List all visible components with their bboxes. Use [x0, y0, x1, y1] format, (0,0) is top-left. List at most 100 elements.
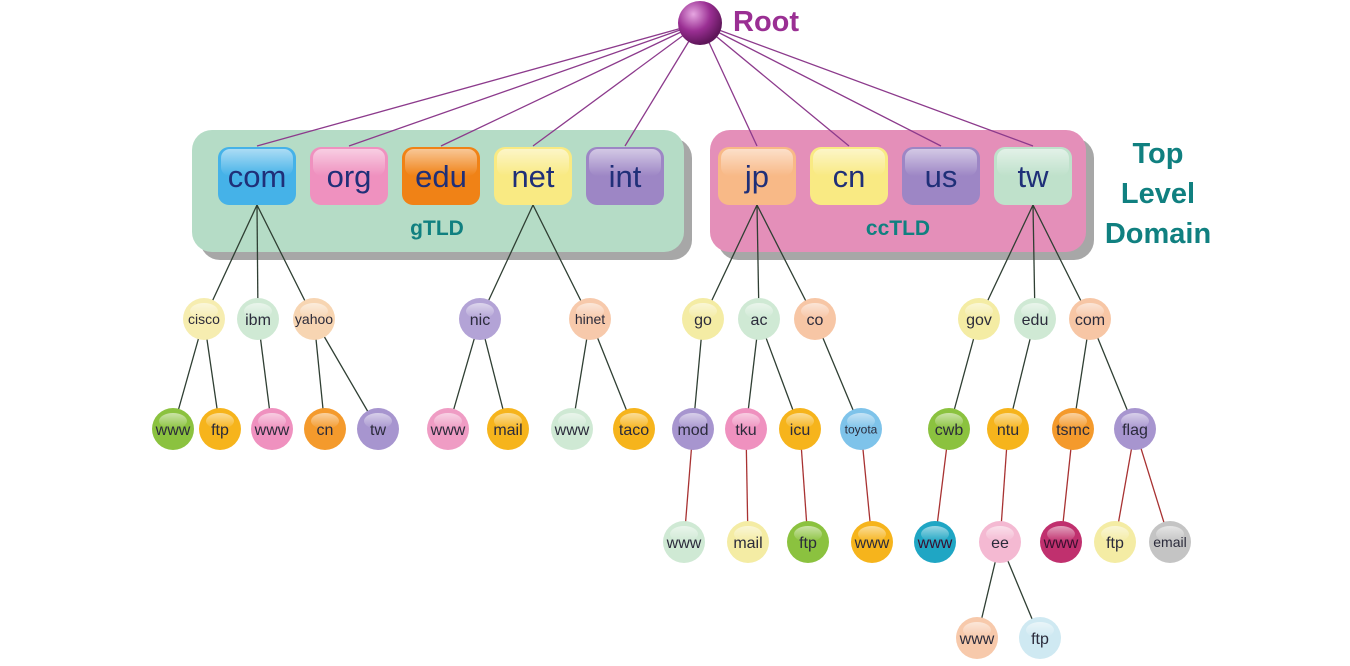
domain-node-w7: www: [914, 521, 956, 563]
node-label-cnY: cn: [317, 422, 334, 439]
domain-node-mod: mod: [672, 408, 714, 450]
domain-node-flag: flag: [1114, 408, 1156, 450]
node-label-f3: ftp: [1106, 535, 1124, 552]
node-label-hinet: hinet: [575, 311, 605, 327]
cctld-label: ccTLD: [866, 217, 930, 240]
tld-box-org-gloss: [313, 149, 385, 176]
side-label-line-1: Top: [1133, 138, 1184, 170]
tld-label-int: int: [609, 159, 642, 194]
edge-tw-gov: [978, 204, 1034, 320]
node-gloss-hinet: [576, 303, 604, 319]
node-label-w6: www: [854, 535, 890, 552]
node-gloss-gov: [965, 303, 993, 319]
domain-node-f2: ftp: [787, 521, 829, 563]
domain-node-cwb: cwb: [928, 408, 970, 450]
domain-node-mail1: mail: [487, 408, 529, 450]
node-gloss-taco: [620, 413, 648, 429]
domain-node-f1: ftp: [199, 408, 241, 450]
domain-node-w5: www: [663, 521, 705, 563]
node-label-mail2: mail: [733, 535, 762, 552]
root-sphere: [678, 1, 722, 45]
node-gloss-mail2: [734, 526, 762, 542]
node-label-mail1: mail: [493, 422, 522, 439]
domain-node-gov: gov: [958, 298, 1000, 340]
node-label-co: co: [807, 312, 824, 329]
edge-jp-go: [702, 204, 758, 320]
node-gloss-cwb: [935, 413, 963, 429]
node-label-w7: www: [917, 535, 953, 552]
edge-com-yahoo: [256, 204, 315, 320]
edge-root-com: [256, 22, 701, 147]
edge-yahoo-twY: [313, 318, 379, 430]
domain-node-ibm: ibm: [237, 298, 279, 340]
node-label-ntu: ntu: [997, 422, 1019, 439]
node-gloss-w8: [1047, 526, 1075, 542]
root-label: Root: [733, 6, 799, 38]
tld-box-int: int: [586, 147, 664, 205]
node-label-twedu: edu: [1022, 312, 1049, 329]
node-gloss-f1: [206, 413, 234, 429]
domain-node-icu: icu: [779, 408, 821, 450]
domain-node-w4: www: [551, 408, 593, 450]
node-gloss-twcom: [1076, 303, 1104, 319]
node-label-f1: ftp: [211, 422, 229, 439]
tld-box-cn-gloss: [813, 149, 885, 176]
tld-label-net: net: [511, 159, 554, 194]
node-label-w8: www: [1043, 535, 1079, 552]
tld-box-us-gloss: [905, 149, 977, 176]
node-gloss-ac: [745, 303, 773, 319]
node-gloss-go: [689, 303, 717, 319]
side-label-line-3: Domain: [1105, 218, 1211, 250]
node-gloss-w3: [434, 413, 462, 429]
domain-node-f4: ftp: [1019, 617, 1061, 659]
node-gloss-twY: [364, 413, 392, 429]
domain-node-co: co: [794, 298, 836, 340]
node-gloss-w2: [258, 413, 286, 429]
tld-box-net: net: [494, 147, 572, 205]
node-label-w2: www: [254, 422, 290, 439]
node-gloss-ibm: [244, 303, 272, 319]
node-gloss-toyota: [847, 413, 875, 429]
tld-box-jp-gloss: [721, 149, 793, 176]
node-gloss-mod: [679, 413, 707, 429]
node-gloss-flag: [1121, 413, 1149, 429]
node-label-gov: gov: [966, 312, 992, 329]
domain-node-w3: www: [427, 408, 469, 450]
tld-box-org: org: [310, 147, 388, 205]
node-label-w4: www: [554, 422, 590, 439]
node-gloss-w7: [921, 526, 949, 542]
domain-node-w6: www: [851, 521, 893, 563]
edge-root-cn: [699, 22, 850, 147]
node-gloss-twedu: [1021, 303, 1049, 319]
edge-root-org: [348, 22, 701, 147]
node-label-w1: www: [155, 422, 191, 439]
tld-box-jp: jp: [718, 147, 796, 205]
node-gloss-email: [1156, 526, 1184, 542]
node-label-f4: ftp: [1031, 631, 1049, 648]
domain-node-w2: www: [251, 408, 293, 450]
tld-label-us: us: [925, 159, 958, 194]
node-gloss-f3: [1101, 526, 1129, 542]
tld-box-edu-gloss: [405, 149, 477, 176]
node-gloss-tku: [732, 413, 760, 429]
domain-node-taco: taco: [613, 408, 655, 450]
node-gloss-nic: [466, 303, 494, 319]
node-label-ac: ac: [751, 312, 768, 329]
node-label-cisco: cisco: [188, 311, 220, 327]
node-gloss-w1: [159, 413, 187, 429]
node-gloss-ee: [986, 526, 1014, 542]
tld-box-com: com: [218, 147, 296, 205]
domain-node-twY: tw: [357, 408, 399, 450]
domain-node-mail2: mail: [727, 521, 769, 563]
domain-node-toyota: toyota: [840, 408, 882, 450]
tld-box-edu: edu: [402, 147, 480, 205]
node-label-mod: mod: [677, 422, 708, 439]
root-node: Root: [678, 1, 799, 45]
node-label-w5: www: [666, 535, 702, 552]
edge-root-net: [532, 22, 701, 147]
node-gloss-cnY: [311, 413, 339, 429]
domain-node-w1: www: [152, 408, 194, 450]
edge-jp-co: [756, 204, 816, 320]
domain-node-cisco: cisco: [183, 298, 225, 340]
node-label-flag: flag: [1122, 422, 1148, 439]
